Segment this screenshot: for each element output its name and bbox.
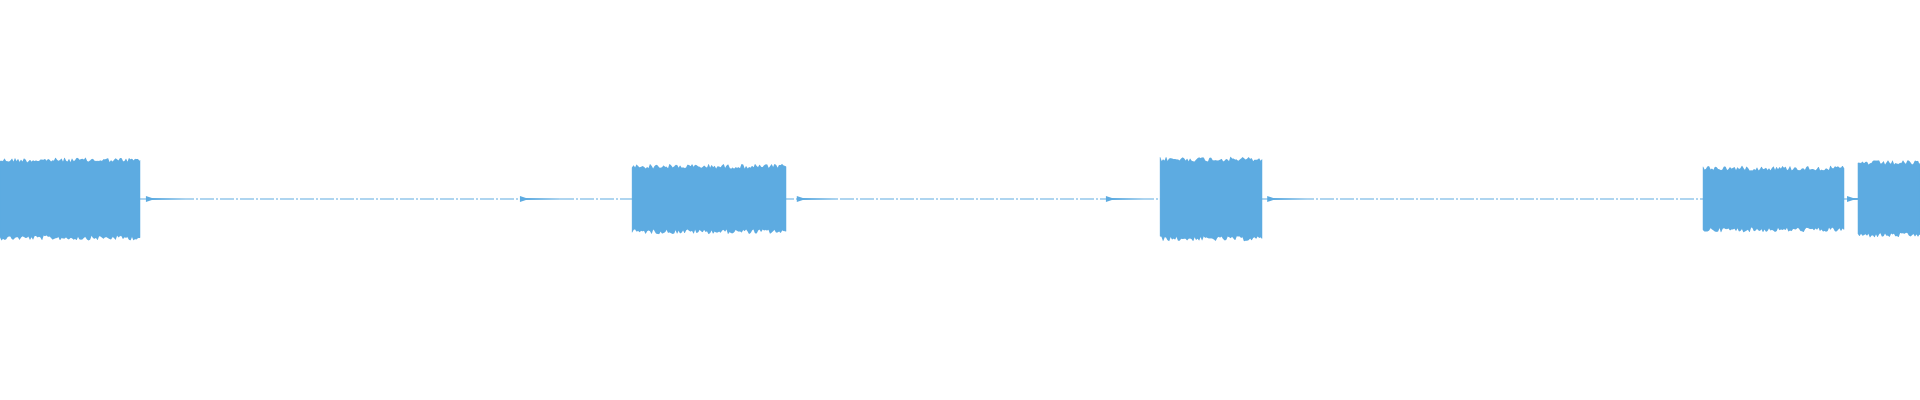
waveform-silence-blip [145, 196, 186, 202]
waveform-silence-blip [1267, 196, 1308, 202]
waveform-audio-region[interactable] [1159, 156, 1263, 242]
waveform-audio-region[interactable] [1857, 160, 1920, 238]
waveform-audio-region[interactable] [631, 163, 787, 235]
waveform-audio-region[interactable] [1702, 165, 1845, 233]
waveform-silence-blip [519, 196, 560, 202]
waveform-silence-blip [796, 196, 837, 202]
waveform-audio-regions [0, 156, 1920, 242]
waveform-silence-blip [1105, 196, 1146, 202]
waveform-audio-region[interactable] [0, 157, 141, 241]
